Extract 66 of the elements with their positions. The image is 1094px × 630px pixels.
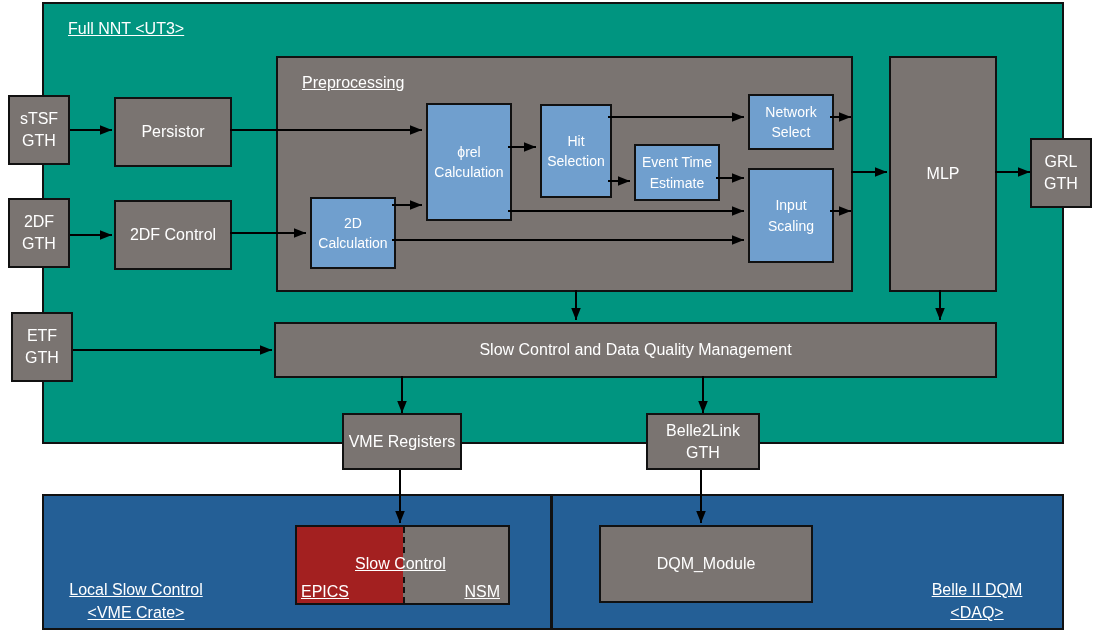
box-label: Input Scaling: [767, 196, 815, 236]
arrow: [607, 176, 631, 186]
section-heading: Local Slow Control <VME Crate>: [68, 580, 204, 624]
box-label: VME Registers: [347, 431, 457, 452]
arrow: [829, 206, 852, 216]
box-label: sTSF GTH: [18, 109, 60, 151]
box-label: Belle2Link GTH: [665, 420, 741, 463]
arrow: [391, 200, 423, 210]
process-box: [634, 144, 720, 201]
crate-panel: [42, 494, 552, 630]
process-box: [276, 56, 853, 292]
arrow: [72, 345, 273, 355]
process-box: [11, 312, 73, 382]
process-box: [295, 525, 510, 605]
arrow: [69, 230, 113, 240]
process-box: [342, 413, 462, 470]
process-box: [599, 525, 813, 603]
arrow: [994, 167, 1031, 177]
box-label: 2D Calculation: [317, 213, 389, 253]
process-box: [114, 200, 232, 270]
box-label: MLP: [925, 164, 961, 185]
process-box: [8, 198, 70, 268]
box-label: 2DF GTH: [21, 212, 57, 254]
arrow: [507, 206, 745, 216]
box-label: Event Time Estimate: [641, 153, 713, 193]
process-box: [310, 197, 396, 269]
arrow: [850, 167, 888, 177]
process-box: [1030, 138, 1092, 208]
process-box: [748, 168, 834, 263]
box-label: Slow Control and Data Quality Management: [478, 340, 793, 361]
box-label: ETF GTH: [24, 326, 60, 368]
arrow: [395, 469, 405, 524]
process-box: [274, 322, 997, 378]
section-heading: Belle II DQM <DAQ>: [930, 580, 1024, 624]
arrow: [229, 228, 307, 238]
arrow: [229, 125, 423, 135]
arrow: [507, 142, 537, 152]
box-label: Network Select: [764, 102, 818, 142]
arrow: [715, 173, 745, 183]
section-heading: Preprocessing: [302, 74, 405, 92]
section-heading: Full NNT <UT3>: [68, 20, 185, 38]
process-box: [646, 413, 760, 470]
sub-label: EPICS: [301, 583, 349, 601]
box-label: 2DF Control: [128, 225, 218, 246]
arrow: [397, 375, 407, 414]
process-box: [748, 94, 834, 150]
box-label: Persistor: [140, 122, 206, 143]
arrow: [696, 469, 706, 524]
box-label: Hit Selection: [546, 131, 606, 171]
box-label: GRL GTH: [1043, 152, 1079, 194]
process-box: [114, 97, 232, 167]
box-label: ϕrel Calculation: [433, 142, 505, 182]
arrow: [698, 375, 708, 414]
process-box: [8, 95, 70, 165]
crate-panel: [551, 494, 1064, 630]
process-box: [540, 104, 612, 198]
arrow: [935, 289, 945, 321]
arrow: [69, 125, 113, 135]
arrow: [571, 289, 581, 321]
process-box: [889, 56, 997, 292]
process-box: [426, 103, 512, 221]
sub-label: NSM: [464, 583, 500, 601]
arrow: [391, 235, 745, 245]
box-label: DQM_Module: [655, 554, 757, 575]
arrow: [829, 112, 852, 122]
arrow: [607, 112, 745, 122]
